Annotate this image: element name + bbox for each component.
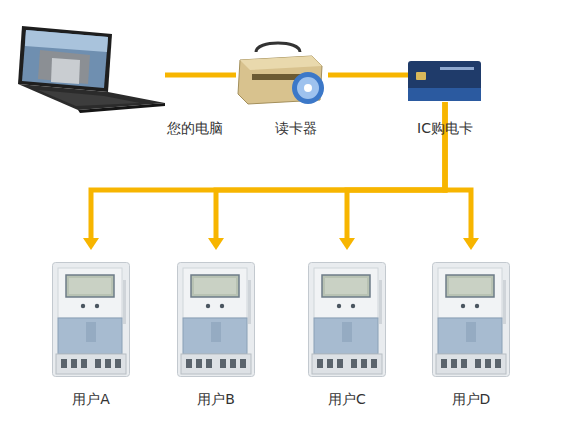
node-label: 用户B [177,390,255,408]
card-reader-node: 读卡器 [236,42,328,108]
connector [83,102,445,250]
meter-illustration [53,263,130,377]
card-reader-illustration [238,43,324,104]
meter-node: 用户C [308,262,386,377]
meter-illustration [178,263,255,377]
meter-illustration [309,263,386,377]
meter-illustration [433,263,510,377]
meter-node: 用户A [52,262,130,377]
connector [165,75,236,76]
node-label: 用户C [308,390,386,408]
arrow-head [83,238,99,250]
connector-line [165,73,236,78]
connector-line [216,102,445,239]
meter-node: 用户D [432,262,510,377]
ic-card-node: IC购电卡 [408,60,482,102]
node-label: IC购电卡 [402,119,488,137]
node-label: 用户D [432,390,510,408]
node-label: 您的电脑 [165,119,225,137]
connector-line [328,73,408,78]
ic-card-illustration [408,61,481,101]
node-label: 读卡器 [266,119,326,137]
arrow-head [463,238,479,250]
laptop-illustration [18,26,165,113]
connector [328,75,408,76]
connector [208,102,445,250]
node-label: 用户A [52,390,130,408]
meter-node: 用户B [177,262,255,377]
arrow-head [339,238,355,250]
connector-line [91,102,445,239]
arrow-head [208,238,224,250]
computer-node: 您的电脑 [15,25,165,113]
